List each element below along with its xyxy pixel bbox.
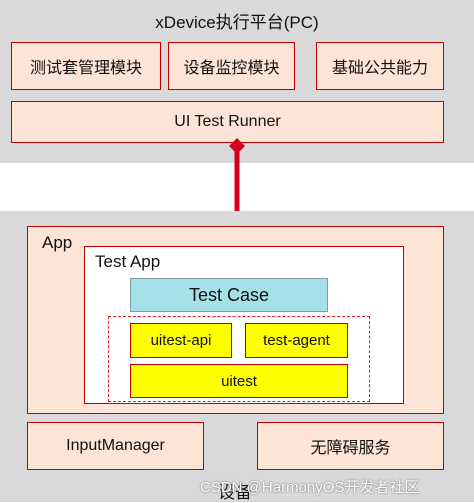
- device-region-title: 设备: [218, 483, 252, 502]
- csdn-watermark: CSDN @HarmonyOS开发者社区: [200, 479, 420, 496]
- input-manager-box: InputManager: [27, 422, 204, 470]
- connector-arrow: [229, 138, 245, 214]
- test-agent-box: test-agent: [245, 323, 348, 358]
- connector-line: [234, 148, 240, 214]
- module-basic-common-capability: 基础公共能力: [316, 42, 444, 90]
- test-app-label: Test App: [95, 252, 161, 271]
- accessibility-service-box: 无障碍服务: [257, 422, 444, 470]
- uitest-framework-dashed-group: [108, 316, 370, 402]
- test-case-box: Test Case: [130, 278, 328, 312]
- uitest-box: uitest: [130, 364, 348, 398]
- connector-diamond-head: [229, 138, 245, 154]
- pc-platform-title: xDevice执行平台(PC): [155, 13, 319, 32]
- module-test-suite-management: 测试套管理模块: [11, 42, 161, 90]
- uitest-api-box: uitest-api: [130, 323, 232, 358]
- app-label: App: [42, 233, 73, 252]
- module-device-monitoring: 设备监控模块: [168, 42, 295, 90]
- ui-test-runner-box: UI Test Runner: [11, 101, 444, 143]
